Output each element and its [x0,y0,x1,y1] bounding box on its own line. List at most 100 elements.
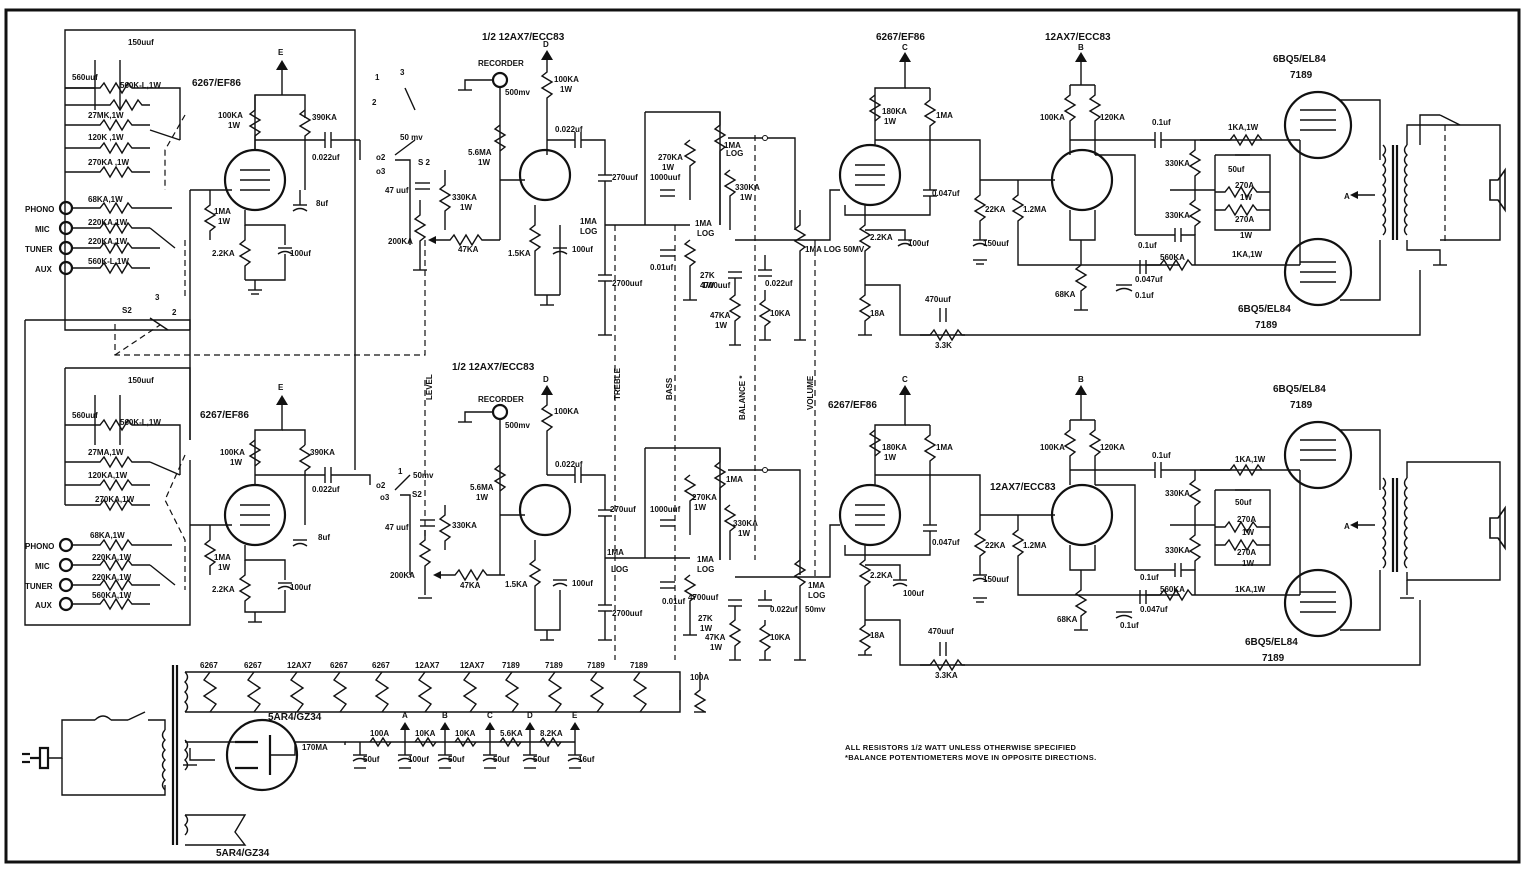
rectifier-tube-icon [225,718,299,792]
supply-node-label: B [442,711,448,720]
switch-pos-label: 1 [398,467,403,476]
cap-label: 150uuf [128,38,154,47]
switch-label: S2 [412,490,422,499]
level-pot-icon[interactable] [413,200,427,260]
resistor-label: 3.3KA [935,671,958,680]
recorder-jack-icon[interactable] [491,403,509,421]
resistor-label: 1W [460,203,472,212]
resistor-label: 1.2MA [1023,541,1047,550]
resistor-label: 330KA [733,519,758,528]
cap-label: 0.1uf [1120,621,1139,630]
mic-jack-icon[interactable] [58,220,74,236]
supply-node-e: E [278,383,284,392]
resistor-label: 100KA [554,75,579,84]
tube-label: 7189 [1290,70,1313,81]
selector-switch-icon[interactable] [404,87,416,111]
cap-label: 0.022uf [770,605,798,614]
hum-pot-icon[interactable] [693,672,707,713]
pot-label: 1MA LOG 50MV [805,245,865,254]
pentode-tube-icon [838,483,902,547]
supply-node-label: A [402,711,408,720]
cap-label: 0.047uf [932,538,960,547]
cap-label: 47 uuf [385,186,409,195]
pot-label: LOG [726,149,743,158]
bass-control-label: BASS [665,377,674,400]
switch-pos-label: o2 [376,481,386,490]
phono-jack-icon[interactable] [58,200,74,216]
volume-pot-icon[interactable] [793,550,807,660]
recorder-jack-icon[interactable] [491,71,509,89]
resistor-label: 5.6MA [468,148,492,157]
heater-label: 6267 [330,661,348,670]
supply-arrow-icon [485,722,495,730]
switch-pos-label: 2 [172,308,177,317]
switch-pos-label: o3 [380,493,390,502]
switch-label: 50mv [413,471,434,480]
resistor-label: 1W [1240,193,1252,202]
resistor-icon [499,736,522,748]
resistor-label: 18A [870,309,885,318]
tube-label: 6267/EF86 [200,410,249,421]
heater-icon [246,671,262,713]
resistor-label: 560K-L,1W [88,257,129,266]
resistor-label: 330KA [452,193,477,202]
phono-label: PHONO [25,205,54,214]
supply-node-d: D [543,375,549,384]
resistor-label: 68KA [1057,615,1078,624]
supply-node-b: B [1078,43,1084,52]
aux-label: AUX [35,601,53,610]
cap-label: 0.1uf [1140,573,1159,582]
mic-jack-icon[interactable] [58,557,74,573]
cap-label: 0.1uf [1152,451,1171,460]
cap-label: 270uuf [610,505,636,514]
tuner-jack-icon[interactable] [58,240,74,256]
cap-label: 0.047uf [932,189,960,198]
cap-label: 0.047uf [1140,605,1168,614]
resistor-label: 8.2KA [540,729,563,738]
mic-label: MIC [35,225,50,234]
tuner-jack-icon[interactable] [58,577,74,593]
resistor-label: 1W [700,624,712,633]
resistor-label: 1MA [936,111,953,120]
cap-label: 150uuf [983,575,1009,584]
power-switch-icon[interactable] [127,711,146,721]
selector-switch-icon[interactable] [149,317,169,331]
cap-label: 150uuf [128,376,154,385]
aux-jack-icon[interactable] [58,596,74,612]
resistor-label: 100KA [220,448,245,457]
level-pot-icon[interactable] [418,530,432,595]
resistor-label: 270A [1237,515,1256,524]
tuner-label: TUNER [25,582,53,591]
recorder-level-label: 500mv [505,421,530,430]
selector-switch-icon[interactable] [394,474,411,491]
phono-jack-icon[interactable] [58,537,74,553]
resistor-label: 120KA [1100,443,1125,452]
balance-pot-icon[interactable] [713,112,727,225]
resistor-label: 22KA [985,205,1006,214]
cap-label: 0.022uf [312,485,340,494]
pot-label: 1MA [607,548,624,557]
heater-icon [374,671,390,713]
pentode-tube-icon [838,143,902,207]
balance-pot-icon[interactable] [713,448,727,560]
cap-label: 0.1uf [1138,241,1157,250]
cap-label: 100uf [908,239,929,248]
resistor-label: 1W [884,453,896,462]
heater-icon [462,671,478,713]
cap-label: 4700uuf [688,593,719,602]
resistor-label: 1W [740,193,752,202]
switch-pos-label: o2 [376,153,386,162]
volume-pot-icon[interactable] [793,210,807,340]
resistor-label: 5.6KA [500,729,523,738]
mic-label: MIC [35,562,50,571]
selector-switch-icon[interactable] [394,139,416,156]
switch-label: S2 [122,306,132,315]
resistor-label: 1.2MA [1023,205,1047,214]
resistor-label: 5.6MA [470,483,494,492]
aux-jack-icon[interactable] [58,260,74,276]
cap-label: 0.1uf [1152,118,1171,127]
supply-node-d: D [543,40,549,49]
cap-label: 470uuf [925,295,951,304]
